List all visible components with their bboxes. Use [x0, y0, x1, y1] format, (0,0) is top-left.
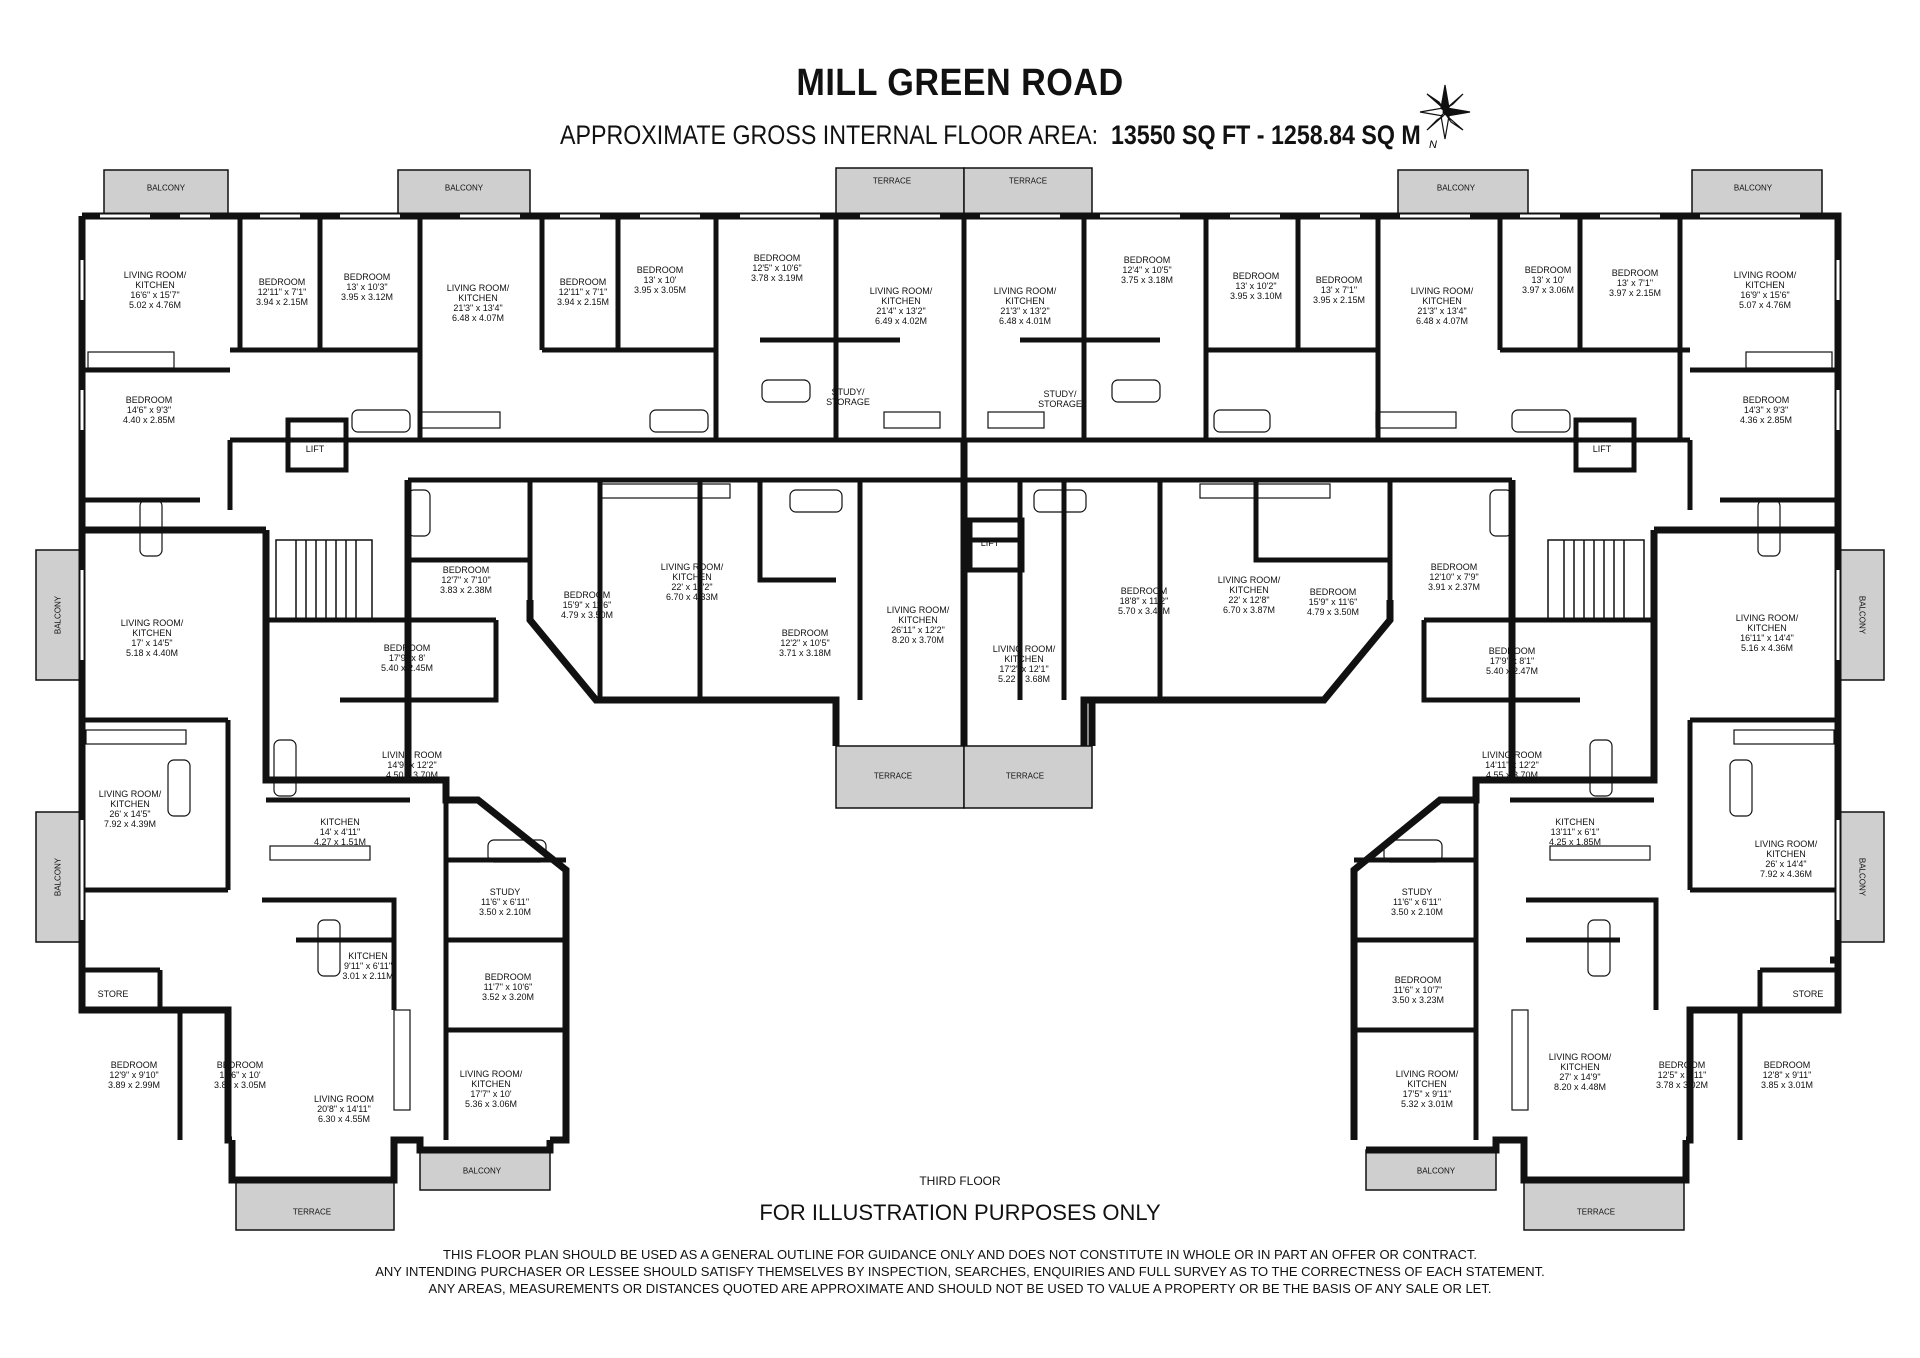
room-label: BEDROOM 17'9" x 8'1" 5.40 x 2.47M [1485, 646, 1539, 676]
balcony-label: BALCONY [462, 1166, 502, 1176]
page-title: MILL GREEN ROAD [796, 62, 1124, 104]
floor-label: THIRD FLOOR [919, 1174, 1001, 1188]
terrace-label: TERRACE [1576, 1207, 1616, 1217]
room-label: LIVING ROOM/ KITCHEN 16'11" x 14'4" 5.16… [1735, 613, 1799, 653]
disclaimer: THIS FLOOR PLAN SHOULD BE USED AS A GENE… [0, 1246, 1920, 1297]
terrace-label: TERRACE [1005, 771, 1045, 781]
room-label: BEDROOM 12'10" x 7'9" 3.91 x 2.37M [1427, 562, 1481, 592]
room-label: LIVING ROOM/ KITCHEN 17'2" x 12'1" 5.22 … [992, 644, 1056, 684]
balcony-label: BALCONY [53, 857, 63, 897]
room-label: STORE [97, 989, 129, 999]
room-label: BEDROOM 14'6" x 9'3" 4.40 x 2.85M [122, 395, 176, 425]
windows [80, 214, 1840, 1090]
room-label: BEDROOM 12'7" x 7'10" 3.83 x 2.38M [439, 565, 493, 595]
disclaimer-line: ANY INTENDING PURCHASER OR LESSEE SHOULD… [375, 1264, 1545, 1279]
balcony-label: BALCONY [53, 595, 63, 635]
room-label: LIVING ROOM/ KITCHEN 26' x 14'5" 7.92 x … [98, 789, 162, 829]
balcony-label: BALCONY [1733, 183, 1773, 193]
stair-right [1547, 539, 1645, 621]
compass-north-label: N [1429, 139, 1437, 150]
room-label: LIVING ROOM/ KITCHEN 26' x 14'4" 7.92 x … [1754, 839, 1818, 879]
outer-walls [78, 212, 1842, 1184]
disclaimer-line: ANY AREAS, MEASUREMENTS OR DISTANCES QUO… [428, 1281, 1492, 1296]
terrace-label: TERRACE [292, 1207, 332, 1217]
room-label: BEDROOM 18'8" x 11'2" 5.70 x 3.40M [1117, 586, 1171, 616]
kitchen-counters [85, 351, 1835, 1111]
room-label: BEDROOM 12'6" x 10' 3.82 x 3.05M [213, 1060, 267, 1090]
room-label: LIVING ROOM/ KITCHEN 21'3" x 13'2" 6.48 … [993, 286, 1057, 326]
room-label: LIVING ROOM/ KITCHEN 17'5" x 9'11" 5.32 … [1395, 1069, 1459, 1109]
floor-area-label: APPROXIMATE GROSS INTERNAL FLOOR AREA: [560, 120, 1099, 150]
room-label: BEDROOM 12'4" x 10'5" 3.75 x 3.18M [1120, 255, 1174, 285]
outdoor-areas [35, 167, 1885, 1231]
room-label: BEDROOM 15'9" x 11'6" 4.79 x 3.50M [560, 590, 614, 620]
room-label: BEDROOM 12'5" x 10'6" 3.78 x 3.19M [750, 253, 804, 283]
room-label: LIVING ROOM/ KITCHEN 17' x 14'5" 5.18 x … [120, 618, 184, 658]
room-label: BEDROOM 12'2" x 10'5" 3.71 x 3.18M [778, 628, 832, 658]
floor-area-value: 13550 SQ FT - 1258.84 SQ M [1110, 120, 1421, 150]
room-label: LIVING ROOM/ KITCHEN 16'9" x 15'6" 5.07 … [1733, 270, 1797, 310]
room-label: LIVING ROOM 20'8" x 14'11" 6.30 x 4.55M [313, 1094, 375, 1124]
balcony-label: BALCONY [1416, 1166, 1456, 1176]
room-label: LIVING ROOM/ KITCHEN 22' x 14'2" 6.70 x … [660, 562, 724, 602]
balcony-label: BALCONY [146, 183, 186, 193]
room-label: STORE [1792, 989, 1824, 999]
room-label: LIVING ROOM/ KITCHEN 21'4" x 13'2" 6.49 … [869, 286, 933, 326]
room-label: LIFT [1592, 444, 1612, 454]
room-label: BEDROOM 13' x 10'2" 3.95 x 3.10M [1229, 271, 1283, 301]
room-label: KITCHEN 14' x 4'11" 4.27 x 1.51M [313, 817, 367, 847]
illustration-note: FOR ILLUSTRATION PURPOSES ONLY [759, 1200, 1161, 1225]
room-label: STUDY/ STORAGE [1038, 389, 1082, 409]
room-label: LIVING ROOM/ KITCHEN 22' x 12'8" 6.70 x … [1217, 575, 1281, 615]
stair-left [275, 539, 373, 621]
room-label: STUDY 11'6" x 6'11" 3.50 x 2.10M [1390, 887, 1444, 917]
terrace-label: TERRACE [1008, 176, 1048, 186]
room-label: LIVING ROOM 14'9" x 12'2" 4.50 x 3.70M [381, 750, 443, 780]
room-label: BEDROOM 13' x 10'3" 3.95 x 3.12M [340, 272, 394, 302]
balcony-label: BALCONY [1857, 857, 1867, 897]
room-label: BEDROOM 12'9" x 9'10" 3.89 x 2.99M [107, 1060, 161, 1090]
room-label: STUDY/ STORAGE [826, 387, 870, 407]
disclaimer-line: THIS FLOOR PLAN SHOULD BE USED AS A GENE… [443, 1247, 1477, 1262]
compass-icon: N [1419, 84, 1471, 150]
terrace-label: TERRACE [872, 176, 912, 186]
room-label: LIVING ROOM/ KITCHEN 17'7" x 10' 5.36 x … [459, 1069, 523, 1109]
room-label: LIVING ROOM/ KITCHEN 26'11" x 12'2" 8.20… [886, 605, 950, 645]
room-label: BEDROOM 12'5" x 9'11" 3.78 x 3.02M [1655, 1060, 1709, 1090]
room-label: BEDROOM 13' x 7'1" 3.97 x 2.15M [1608, 268, 1662, 298]
room-label: BEDROOM 12'8" x 9'11" 3.85 x 3.01M [1760, 1060, 1814, 1090]
room-label: LIVING ROOM/ KITCHEN 16'6" x 15'7" 5.02 … [123, 270, 187, 310]
room-label: BEDROOM 13' x 10' 3.95 x 3.05M [633, 265, 687, 295]
room-label: LIVING ROOM/ KITCHEN 21'3" x 13'4" 6.48 … [1410, 286, 1474, 326]
room-label: LIFT [980, 538, 1000, 548]
room-label: BEDROOM 11'6" x 10'7" 3.50 x 3.23M [1391, 975, 1445, 1005]
room-label: LIVING ROOM/ KITCHEN 21'3" x 13'4" 6.48 … [446, 283, 510, 323]
room-label: KITCHEN 9'11" x 6'11" 3.01 x 2.11M [342, 951, 394, 981]
room-label: BEDROOM 15'9" x 11'6" 4.79 x 3.50M [1306, 587, 1360, 617]
room-label: BEDROOM 13' x 10' 3.97 x 3.06M [1521, 265, 1575, 295]
balcony-label: BALCONY [1857, 595, 1867, 635]
room-label: BEDROOM 14'3" x 9'3" 4.36 x 2.85M [1739, 395, 1793, 425]
room-label: LIVING ROOM 14'11" x 12'2" 4.55 x 3.70M [1481, 750, 1543, 780]
terrace-label: TERRACE [873, 771, 913, 781]
floor-area-subtitle: APPROXIMATE GROSS INTERNAL FLOOR AREA: 1… [560, 120, 1421, 151]
lift-shafts [285, 417, 1637, 573]
room-label: BEDROOM 11'7" x 10'6" 3.52 x 3.20M [481, 972, 535, 1002]
balcony-label: BALCONY [444, 183, 484, 193]
room-label: LIFT [305, 444, 325, 454]
room-label: BEDROOM 12'11" x 7'1" 3.94 x 2.15M [255, 277, 309, 307]
inner-walls [82, 216, 1838, 1140]
room-label: STUDY 11'6" x 6'11" 3.50 x 2.10M [478, 887, 532, 917]
room-label: KITCHEN 13'11" x 6'1" 4.25 x 1.85M [1548, 817, 1602, 847]
room-label: BEDROOM 13' x 7'1" 3.95 x 2.15M [1312, 275, 1366, 305]
room-label: LIVING ROOM/ KITCHEN 27' x 14'9" 8.20 x … [1548, 1052, 1612, 1092]
sanitary-fixtures [139, 379, 1781, 977]
room-label: BEDROOM 12'11" x 7'1" 3.94 x 2.15M [556, 277, 610, 307]
room-label: BEDROOM 17'9" x 8' 5.40 x 2.45M [380, 643, 434, 673]
balcony-label: BALCONY [1436, 183, 1476, 193]
